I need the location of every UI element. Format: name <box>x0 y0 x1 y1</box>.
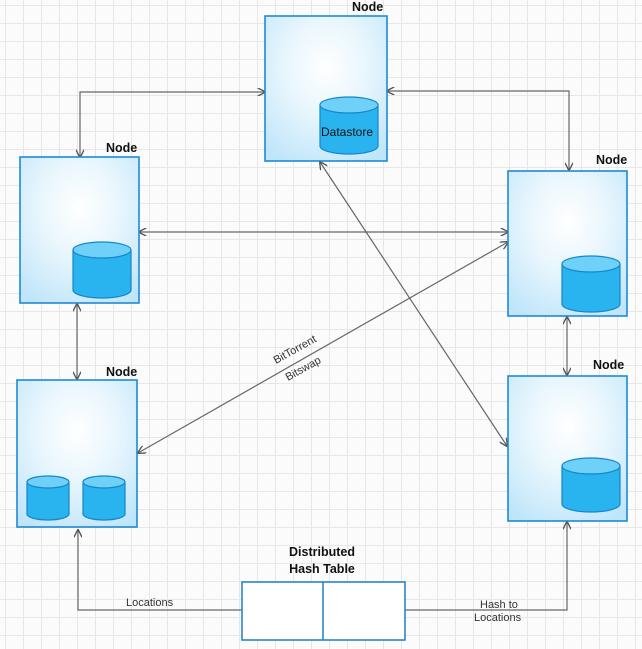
node-left-upper-label: Node <box>106 141 137 155</box>
datastore-label: Datastore <box>321 125 373 139</box>
locations-label-right: Locations <box>474 612 522 624</box>
database-icon <box>82 475 126 521</box>
database-icon <box>319 96 379 155</box>
distributed-hash-table[interactable]: Distributed Hash Table <box>241 545 406 641</box>
node-right-upper[interactable]: Node <box>507 153 628 317</box>
node-left-upper[interactable]: Node <box>19 141 140 304</box>
edge-bitswap-diagonal <box>138 242 508 453</box>
edge-dht-hash-to-locations <box>405 522 567 611</box>
database-icon <box>561 255 621 313</box>
hash-to-label: Hash to <box>480 599 518 611</box>
node-right-lower-label: Node <box>593 358 624 372</box>
node-left-lower-label: Node <box>106 365 137 379</box>
node-top[interactable]: Node Datastore <box>264 0 388 162</box>
database-icon <box>72 241 132 299</box>
dht-title-line2: Hash Table <box>289 562 355 576</box>
node-right-lower[interactable]: Node <box>507 358 628 522</box>
edge-top-to-right-lower-diagonal <box>320 162 507 446</box>
locations-label: Locations <box>126 597 174 609</box>
edge-top-to-right-upper <box>387 91 569 170</box>
node-right-upper-label: Node <box>596 153 627 167</box>
database-icon <box>26 475 70 521</box>
edge-top-to-left-upper <box>80 92 265 157</box>
edge-dht-locations <box>78 530 242 611</box>
node-top-label: Node <box>352 0 383 14</box>
database-icon <box>561 457 621 513</box>
edges <box>77 91 569 611</box>
node-left-lower[interactable]: Node <box>16 365 138 528</box>
dht-title-line1: Distributed <box>289 545 355 559</box>
